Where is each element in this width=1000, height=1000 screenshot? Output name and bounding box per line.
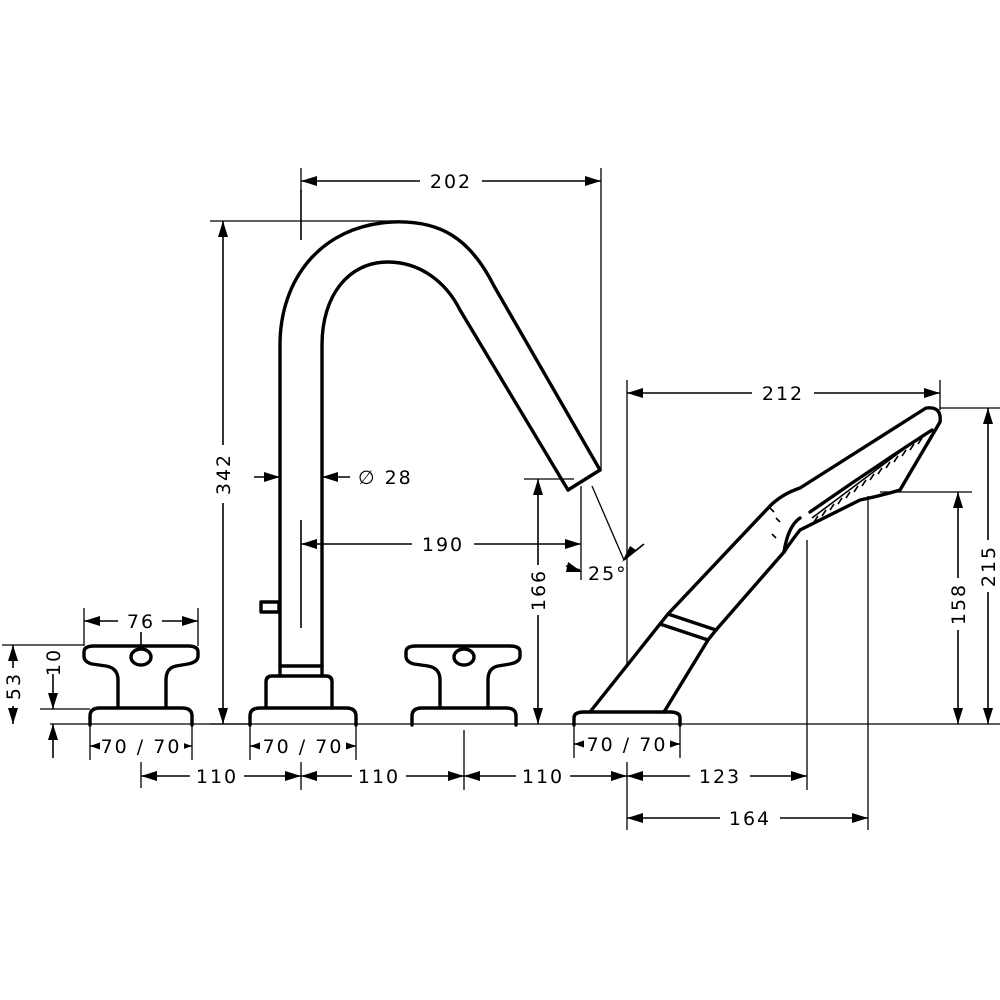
dim-190: 190 — [301, 486, 582, 580]
left-handle — [82, 622, 200, 727]
dim-diameter-28: ∅ 28 — [254, 467, 413, 489]
dim-215: 215 — [977, 408, 1000, 724]
label-base-spout: 70 / 70 — [263, 736, 344, 758]
dim-212: 212 — [626, 380, 941, 668]
dim-202: 202 — [300, 168, 602, 470]
label-202: 202 — [430, 171, 472, 193]
label-166: 166 — [528, 569, 550, 611]
dim-10: 10 — [40, 648, 90, 758]
label-164: 164 — [729, 808, 771, 830]
dim-164: 164 — [627, 496, 869, 830]
label-10: 10 — [43, 648, 65, 676]
dim-76: 76 — [83, 608, 199, 646]
dim-base-shower: 70 / 70 — [573, 725, 681, 758]
label-215: 215 — [978, 545, 1000, 587]
dim-166: 166 — [524, 478, 574, 724]
label-158: 158 — [948, 583, 970, 625]
label-spacing-2: 110 — [358, 766, 400, 788]
dim-158: 158 — [947, 492, 970, 724]
label-base-shower: 70 / 70 — [587, 734, 668, 756]
label-25-degrees: 25° — [588, 563, 628, 585]
label-diameter-28: ∅ 28 — [358, 467, 413, 489]
dim-base-left: 70 / 70 — [89, 725, 193, 760]
label-190: 190 — [422, 534, 464, 556]
label-spacing-3: 110 — [522, 766, 564, 788]
dim-342: 342 — [210, 220, 392, 725]
label-212: 212 — [762, 383, 804, 405]
label-spacing-1: 110 — [196, 766, 238, 788]
label-76: 76 — [127, 611, 155, 633]
dim-123: 123 — [627, 540, 808, 790]
dim-spacing: 110 110 110 — [140, 730, 628, 830]
dim-53: 53 — [2, 644, 84, 724]
label-53: 53 — [3, 672, 25, 700]
dim-base-spout: 70 / 70 — [249, 725, 357, 760]
spout — [248, 190, 602, 727]
label-base-left: 70 / 70 — [101, 736, 182, 758]
dim-angle-25: 25° — [565, 485, 645, 585]
label-123: 123 — [699, 766, 741, 788]
hand-shower — [572, 406, 1000, 727]
label-342: 342 — [213, 453, 235, 495]
right-handle — [404, 644, 522, 727]
